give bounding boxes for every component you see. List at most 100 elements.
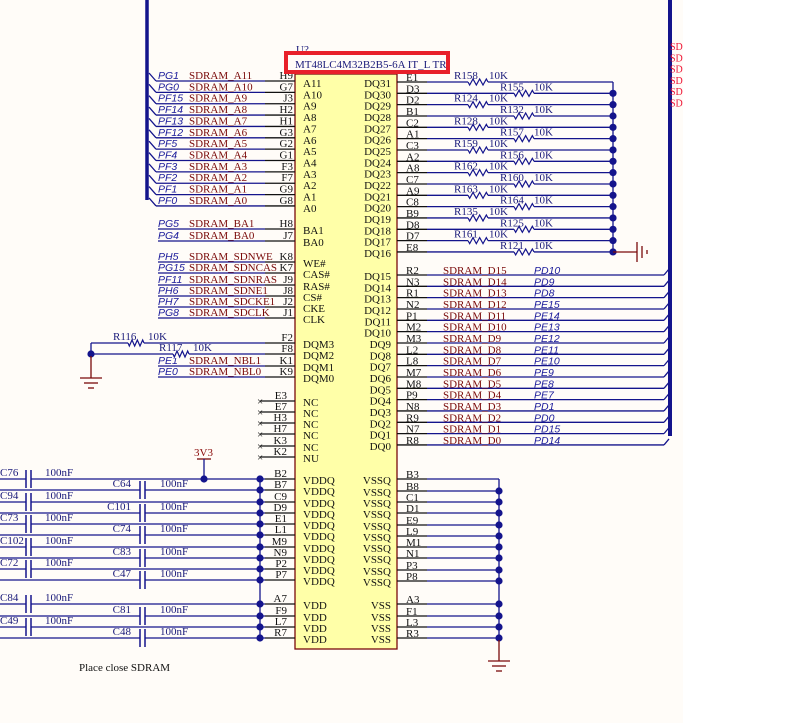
- resistor-ref: R164: [500, 195, 524, 207]
- pin-number: F3: [281, 161, 293, 173]
- pin-number: N8: [406, 401, 420, 413]
- port-label: PF3: [158, 161, 177, 173]
- pin-name: A0: [303, 203, 317, 215]
- net-label: SDRAM_A11: [189, 70, 252, 82]
- resistor-value: 10K: [148, 331, 167, 343]
- resistor-symbol: [467, 100, 489, 109]
- pin-name: A1: [303, 192, 316, 204]
- net-label: SDRAM_A9: [189, 93, 248, 105]
- pin-name: DQ6: [370, 373, 392, 385]
- resistor-symbol: [127, 338, 145, 348]
- port-label: PE14: [534, 310, 560, 322]
- pin-number: M1: [406, 537, 421, 549]
- pin-number: R3: [406, 628, 419, 640]
- resistor-value: 10K: [489, 70, 508, 82]
- capacitor-ref: C48: [113, 626, 132, 638]
- net-label: SDRAM_D15: [443, 265, 507, 277]
- pin-number: C8: [406, 197, 419, 209]
- net-label: SDRAM_D9: [443, 333, 502, 345]
- resistor-ref: R156: [500, 149, 524, 161]
- capacitor-value: 100nF: [45, 467, 73, 479]
- pin-name: VSSQ: [363, 475, 391, 487]
- capacitor-value: 100nF: [45, 512, 73, 524]
- capacitor-ref: C94: [0, 490, 19, 502]
- pin-number: H2: [280, 104, 293, 116]
- resistor-value: 10K: [489, 206, 508, 218]
- resistor-symbol: [467, 236, 489, 245]
- resistor-value: 10K: [534, 104, 553, 116]
- pin-name: DQ23: [364, 169, 391, 181]
- junction-dot: [200, 475, 208, 483]
- resistor-ref: R162: [454, 161, 478, 173]
- pin-name: DQ0: [370, 441, 392, 453]
- bus-entry: [663, 347, 670, 355]
- net-label: SDRAM_A1: [189, 184, 247, 196]
- no-connect-icon: ×: [257, 418, 263, 430]
- net-label: SDRAM_BA1: [189, 218, 254, 230]
- port-label: PF1: [158, 184, 177, 196]
- pin-name: A2: [303, 180, 316, 192]
- offsheet-net-label: SD: [670, 65, 683, 76]
- bus-entry: [663, 404, 670, 412]
- capacitor-ref: C73: [0, 512, 19, 524]
- pin-number: P2: [275, 558, 287, 570]
- pin-number: L2: [406, 344, 418, 356]
- net-label: SDRAM_SDNCAS: [189, 262, 277, 274]
- design-note: Place close SDRAM: [79, 662, 170, 674]
- pin-number: K2: [274, 446, 287, 458]
- net-label: SDRAM_SDNE1: [189, 285, 268, 297]
- net-label: SDRAM_SDNRAS: [189, 274, 277, 286]
- net-label: SDRAM_D11: [443, 310, 506, 322]
- pin-number: D8: [406, 219, 420, 231]
- pin-number: N7: [406, 424, 420, 436]
- capacitor-gap: [26, 476, 31, 482]
- pin-number: F2: [281, 332, 293, 344]
- port-label: PE13: [534, 322, 560, 334]
- pin-name: NC: [303, 442, 318, 454]
- bus-entry: [663, 279, 670, 287]
- resistor-value: 10K: [534, 195, 553, 207]
- pin-name: DQ29: [364, 101, 391, 113]
- pin-name: VSSQ: [363, 543, 391, 555]
- resistor-symbol: [467, 77, 489, 87]
- pin-name: DQ18: [364, 225, 391, 237]
- port-label: PD1: [534, 401, 554, 413]
- resistor-symbol: [467, 168, 489, 177]
- bus-entry: [148, 83, 157, 93]
- pin-name: VSSQ: [363, 509, 391, 521]
- capacitor-value: 100nF: [160, 478, 188, 490]
- port-label: PD15: [534, 424, 560, 436]
- resistor-value: 10K: [534, 149, 553, 161]
- pin-name: DQ13: [364, 294, 391, 306]
- pin-name: DQM1: [303, 362, 334, 374]
- bus-entry: [663, 415, 670, 423]
- port-label: PE12: [534, 333, 560, 345]
- pin-number: L3: [406, 617, 419, 629]
- capacitor-value: 100nF: [160, 568, 188, 580]
- pin-number: B2: [274, 468, 287, 480]
- capacitor-value: 100nF: [160, 604, 188, 616]
- bus-entry: [663, 393, 670, 401]
- pin-number: E1: [275, 513, 287, 525]
- pin-number: H8: [280, 218, 294, 230]
- pin-number: R7: [274, 627, 287, 639]
- pin-name: A11: [303, 78, 322, 90]
- resistor-symbol: [513, 247, 535, 257]
- pin-number: N3: [406, 276, 420, 288]
- pin-name: DQ31: [364, 78, 391, 90]
- pin-number: D9: [274, 502, 288, 514]
- net-label: SDRAM_D4: [443, 390, 502, 402]
- resistor-value: 10K: [534, 172, 553, 184]
- pin-number: M9: [272, 536, 288, 548]
- capacitor-ref: C84: [0, 592, 19, 604]
- pin-name: BA0: [303, 237, 324, 249]
- resistor-symbol: [172, 349, 190, 359]
- port-label: PG4: [158, 230, 179, 242]
- pin-number: A7: [274, 593, 288, 605]
- net-label: SDRAM_D1: [443, 424, 501, 436]
- pin-name: CKE: [303, 303, 325, 315]
- net-label: SDRAM_SDCKE1: [189, 296, 275, 308]
- pin-number: P8: [406, 571, 418, 583]
- capacitor-value: 100nF: [45, 592, 73, 604]
- resistor-ref: R163: [454, 183, 478, 195]
